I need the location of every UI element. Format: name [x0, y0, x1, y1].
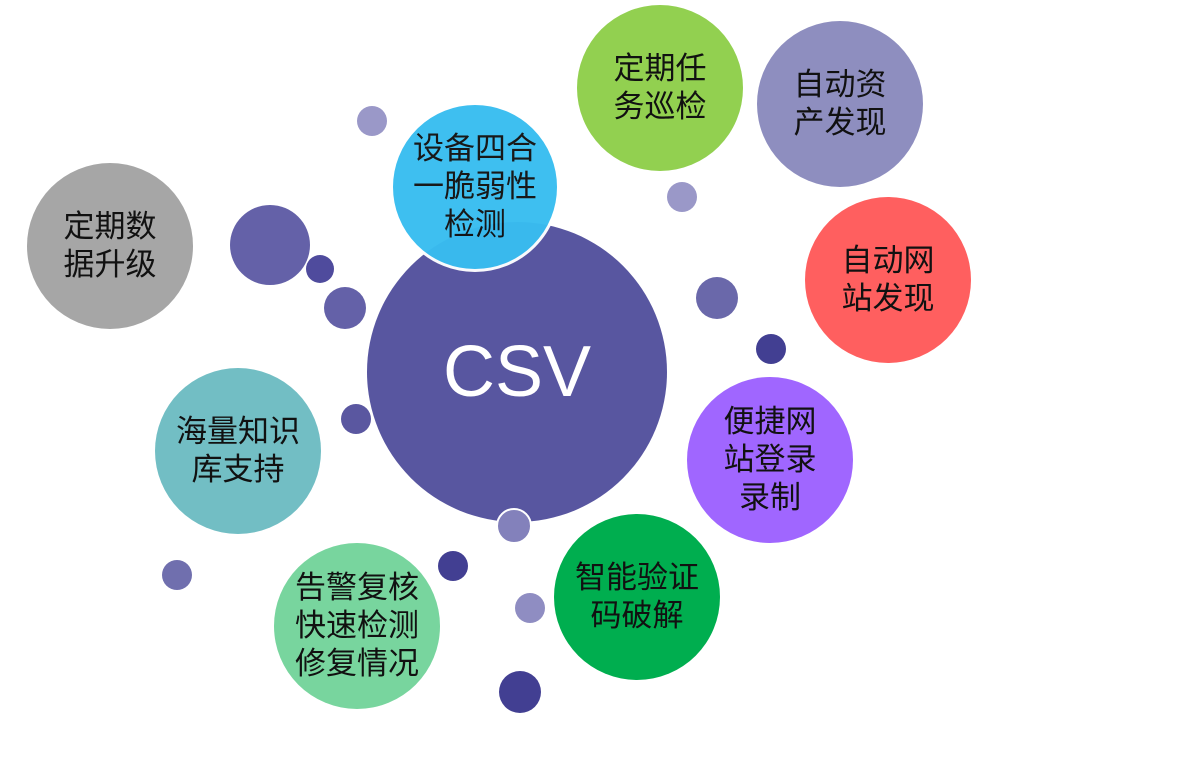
bubble — [306, 255, 334, 283]
feature-scheduled-task-inspection: 定期任 务巡检 — [577, 5, 743, 171]
bubble — [341, 404, 371, 434]
bubble — [696, 277, 738, 319]
bubble — [438, 551, 468, 581]
feature-login-recording: 便捷网 站登录 录制 — [687, 377, 853, 543]
bubble — [357, 106, 387, 136]
feature-label: 自动网 站发现 — [841, 243, 935, 317]
feature-label: 智能验证 码破解 — [575, 560, 699, 634]
bubble — [230, 205, 310, 285]
bubble — [496, 508, 532, 544]
bubble — [667, 182, 697, 212]
bubble — [162, 560, 192, 590]
feature-label: 定期数 据升级 — [63, 209, 157, 283]
feature-alert-review: 告警复核 快速检测 修复情况 — [274, 543, 440, 709]
feature-knowledge-base: 海量知识 库支持 — [155, 368, 321, 534]
feature-label: 定期任 务巡检 — [613, 51, 707, 125]
feature-label: 海量知识 库支持 — [176, 414, 300, 488]
feature-label: 告警复核 快速检测 修复情况 — [295, 570, 419, 682]
feature-captcha-cracking: 智能验证 码破解 — [554, 514, 720, 680]
feature-label: 便捷网 站登录 录制 — [723, 404, 817, 516]
bubble — [499, 671, 541, 713]
feature-label: 设备四合 一脆弱性 检测 — [413, 131, 537, 243]
bubble — [756, 334, 786, 364]
feature-data-upgrade: 定期数 据升级 — [27, 163, 193, 329]
csv-core-circle: CSV — [367, 222, 667, 522]
feature-device-vuln-detection: 设备四合 一脆弱性 检测 — [390, 102, 560, 272]
feature-label: 自动资 产发现 — [793, 67, 887, 141]
csv-label: CSV — [442, 332, 592, 412]
bubble — [324, 287, 366, 329]
feature-website-discovery: 自动网 站发现 — [805, 197, 971, 363]
bubble — [515, 593, 545, 623]
feature-asset-discovery: 自动资 产发现 — [757, 21, 923, 187]
